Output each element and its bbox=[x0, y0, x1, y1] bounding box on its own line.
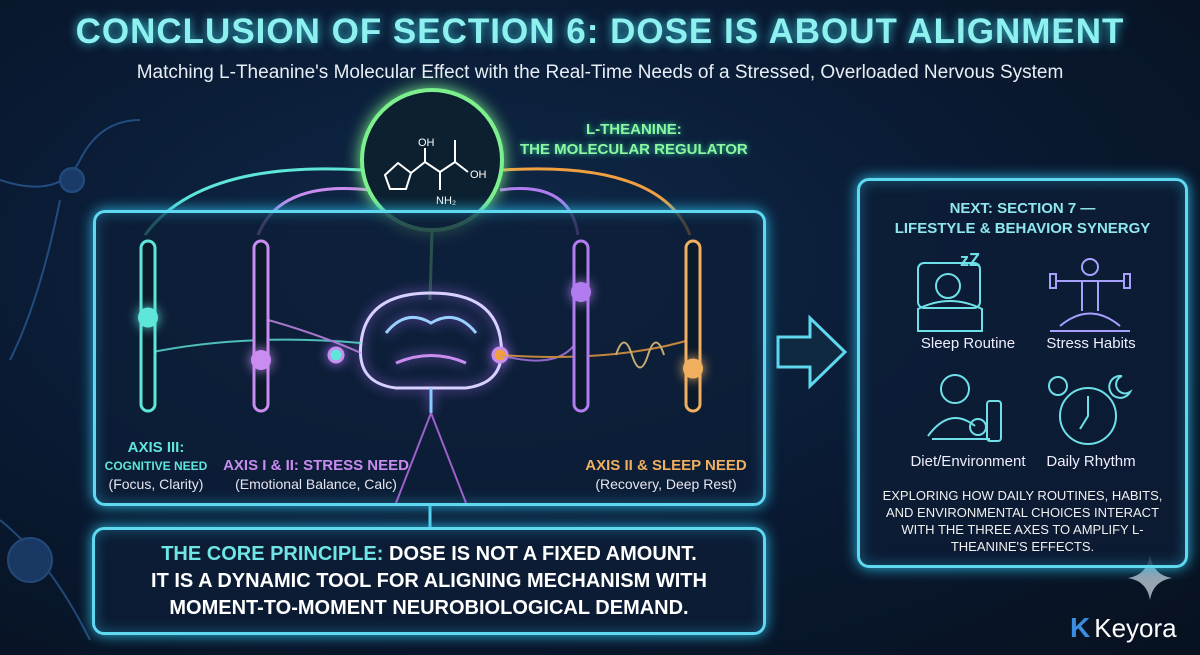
slider-track bbox=[252, 239, 270, 413]
axis-sleep-label: AXIS II & SLEEP NEED (Recovery, Deep Res… bbox=[585, 457, 747, 492]
item-diet-environment: Diet/Environment bbox=[910, 453, 1026, 470]
item-sleep-routine: Sleep Routine bbox=[920, 335, 1016, 352]
slider-knob bbox=[683, 358, 703, 379]
atom-oh: OH bbox=[418, 137, 435, 149]
slider-knob bbox=[571, 282, 591, 302]
molecule-icon: OH OH NH₂ bbox=[360, 88, 504, 232]
diet-icon bbox=[927, 374, 1002, 442]
molecule-label: L-THEANINE:THE MOLECULAR REGULATOR bbox=[520, 121, 748, 158]
core-principle-box: THE CORE PRINCIPLE: DOSE IS NOT A FIXED … bbox=[92, 527, 766, 635]
slider-track bbox=[684, 239, 702, 413]
axis-stress-label: AXIS I & II: STRESS NEED (Emotional Bala… bbox=[223, 457, 409, 492]
dose-slider bbox=[251, 239, 271, 413]
atom-nh2: NH₂ bbox=[436, 195, 456, 207]
beam-lines bbox=[147, 317, 697, 503]
next-section-title: NEXT: SECTION 7 —LIFESTYLE & BEHAVIOR SY… bbox=[894, 200, 1151, 237]
core-principle-heading: THE CORE PRINCIPLE: bbox=[161, 542, 384, 565]
page-title: CONCLUSION OF SECTION 6: DOSE IS ABOUT A… bbox=[75, 12, 1125, 51]
brand-logo: K Keyora bbox=[1070, 612, 1177, 644]
item-daily-rhythm: Daily Rhythm bbox=[1046, 453, 1136, 470]
neuron-background bbox=[0, 119, 141, 641]
keyora-k-icon: K bbox=[1070, 612, 1091, 643]
sparkle-icon bbox=[1128, 555, 1172, 600]
brain-icon bbox=[327, 291, 509, 413]
dose-slider bbox=[683, 239, 703, 413]
item-stress-habits: Stress Habits bbox=[1046, 335, 1136, 352]
page-subtitle: Matching L-Theanine's Molecular Effect w… bbox=[136, 62, 1064, 83]
arrow-right-icon bbox=[776, 314, 848, 390]
dose-slider bbox=[138, 239, 158, 413]
brand-name: Keyora bbox=[1094, 612, 1177, 643]
meditation-icon bbox=[1049, 258, 1131, 332]
next-section-description: EXPLORING HOW DAILY ROUTINES, HABITS, AN… bbox=[882, 488, 1163, 554]
clock-icon bbox=[1048, 374, 1133, 445]
slider-track bbox=[572, 239, 590, 413]
sleep-icon: zZ bbox=[917, 250, 983, 332]
slider-knob bbox=[138, 307, 158, 328]
core-line: MOMENT-TO-MOMENT NEUROBIOLOGICAL DEMAND. bbox=[169, 596, 689, 619]
axes-panel: AXIS III: COGNITIVE NEED (Focus, Clarity… bbox=[93, 210, 766, 506]
next-section-panel: NEXT: SECTION 7 —LIFESTYLE & BEHAVIOR SY… bbox=[857, 178, 1188, 568]
core-line: DOSE IS NOT A FIXED AMOUNT. bbox=[383, 542, 697, 565]
dose-slider bbox=[571, 239, 591, 413]
axis-cognitive-label: AXIS III: COGNITIVE NEED (Focus, Clarity… bbox=[104, 439, 208, 492]
core-line: IT IS A DYNAMIC TOOL FOR ALIGNING MECHAN… bbox=[151, 569, 707, 592]
slider-knob bbox=[251, 350, 271, 370]
sliders-and-brain bbox=[138, 239, 703, 503]
atom-oh: OH bbox=[470, 169, 487, 181]
svg-text:zZ: zZ bbox=[960, 250, 980, 270]
